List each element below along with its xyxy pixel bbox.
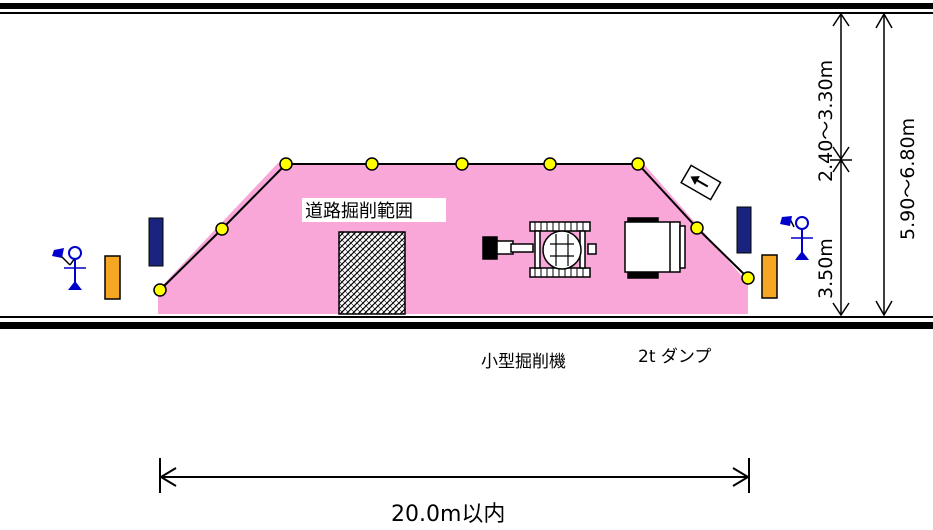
flagman-icon — [52, 246, 86, 290]
area-label-bg — [302, 198, 446, 222]
road-width-label: 5.90～6.80m — [897, 118, 919, 240]
cone — [631, 157, 645, 171]
lane-top-label: 2.40～3.30m — [815, 60, 837, 182]
cones — [153, 157, 755, 297]
signboard-left — [148, 217, 164, 267]
barrier-right — [761, 254, 778, 299]
dump-truck-icon — [624, 217, 686, 279]
cone — [279, 157, 293, 171]
length-label: 20.0m以内 — [391, 502, 505, 527]
barrier-left — [104, 255, 121, 300]
area-label: 道路掘削範囲 — [305, 201, 413, 222]
cone — [153, 283, 167, 297]
dimension-road-width — [875, 12, 893, 317]
dimension-length — [159, 458, 750, 493]
excavation-pit — [338, 231, 406, 315]
excavator-icon — [482, 221, 597, 278]
signboard-right — [736, 206, 752, 254]
cone — [690, 221, 704, 235]
arrow-sign-icon — [680, 164, 722, 201]
flagman-icon — [780, 216, 813, 260]
cone — [365, 157, 379, 171]
lane-bottom-label: 3.50m — [815, 238, 837, 299]
road-edge-bottom — [0, 316, 933, 329]
dimension-lane — [830, 12, 852, 317]
cone — [215, 222, 229, 236]
cone — [543, 157, 557, 171]
dump-label: 2t ダンプ — [638, 347, 711, 367]
excavator-label: 小型掘削機 — [481, 352, 566, 372]
road-edge-top — [0, 3, 933, 14]
cone — [455, 157, 469, 171]
cone — [741, 271, 755, 285]
